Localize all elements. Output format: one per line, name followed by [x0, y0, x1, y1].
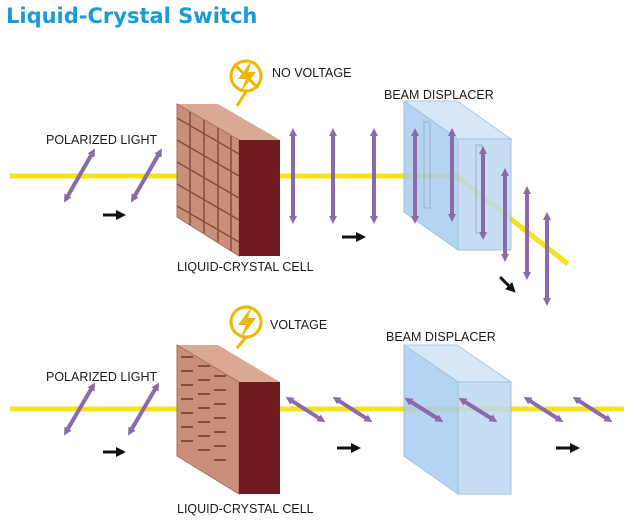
no-voltage-label: NO VOLTAGE [272, 66, 351, 80]
polarized-light-label: POLARIZED LIGHT [46, 133, 157, 147]
polarization-arrow [404, 397, 444, 423]
liquid-crystal-cell [176, 103, 280, 257]
liquid-crystal-cell [176, 344, 280, 495]
no-voltage-icon [229, 59, 263, 107]
polarization-arrow [64, 148, 95, 203]
polarization-arrow [131, 148, 162, 203]
polarization-arrow [332, 396, 373, 423]
polarization-arrow [572, 396, 613, 423]
liquid-crystal-cell-label: LIQUID-CRYSTAL CELL [177, 502, 314, 516]
beam-displacer [402, 100, 513, 251]
beam-displacer-label: BEAM DISPLACER [384, 88, 494, 102]
top-panel: POLARIZED LIGHT NO VOLTAGE BEAM DISPLACE… [10, 59, 570, 306]
polarization-arrow [523, 396, 564, 423]
beam-displacer-label: BEAM DISPLACER [386, 330, 496, 344]
liquid-crystal-cell-label: LIQUID-CRYSTAL CELL [177, 260, 314, 274]
direction-arrow [498, 275, 516, 293]
polarization-arrow [285, 396, 326, 423]
polarized-light-label: POLARIZED LIGHT [46, 370, 157, 384]
voltage-label: VOLTAGE [270, 318, 327, 332]
polarization-arrow [458, 397, 498, 423]
polarization-arrow [127, 382, 160, 436]
polarization-arrow [63, 382, 96, 436]
voltage-icon [229, 305, 263, 349]
beam-displacer [402, 344, 513, 495]
bottom-panel: POLARIZED LIGHT VOLTAGE BEAM DISPLACER L… [10, 305, 624, 516]
diagram-title: Liquid-Crystal Switch [6, 4, 258, 28]
